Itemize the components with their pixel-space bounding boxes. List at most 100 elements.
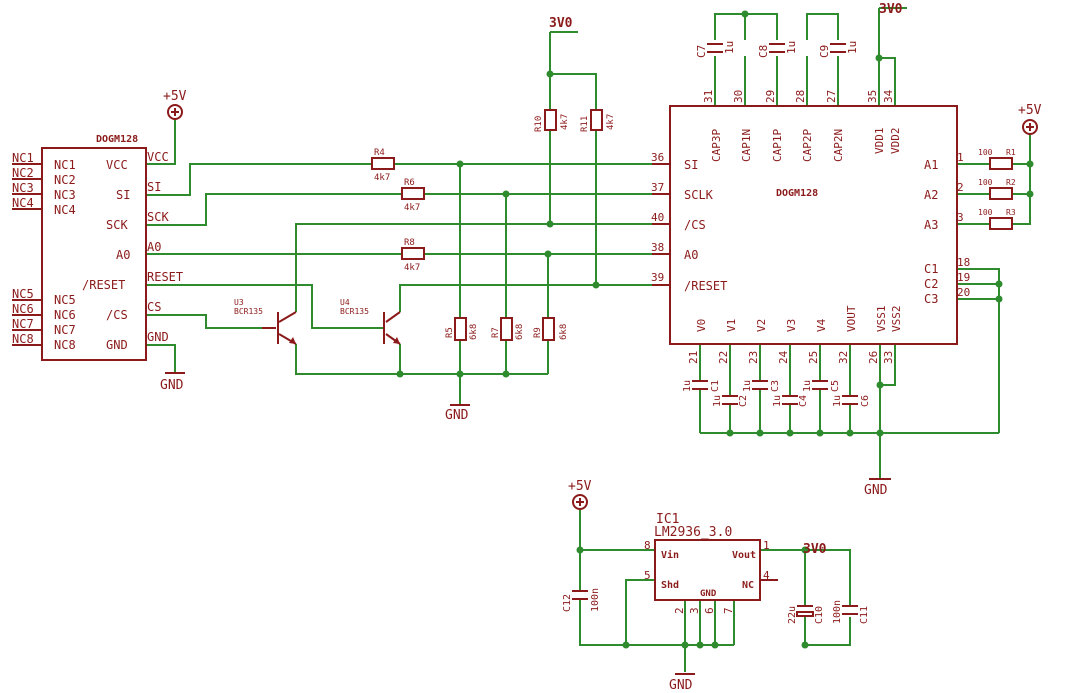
- plus5v-label: +5V: [568, 479, 592, 494]
- label-text: C9: [818, 45, 831, 58]
- capacitor-c2: 1u C2: [712, 395, 749, 407]
- conn-pin-label: NC3: [12, 181, 34, 195]
- conn-inner-label: /RESET: [82, 278, 125, 292]
- label-text: A0: [684, 248, 698, 262]
- label-text: U3: [234, 298, 244, 307]
- label-text: R4: [374, 148, 385, 158]
- label-text: A2: [924, 188, 938, 202]
- label-text: 20: [957, 286, 970, 299]
- resistor-r8: R8 4k7: [401, 238, 425, 273]
- gnd-label: GND: [864, 483, 888, 498]
- label-text: GND: [700, 589, 717, 599]
- label-text: 1u: [712, 395, 723, 407]
- gnd-symbols: GND GND GND GND: [160, 372, 891, 693]
- label-text: V0: [695, 319, 708, 332]
- lcd-dogm128: DOGM128 SI SCLK /CS A0 /RESET 36 37 40 3…: [651, 89, 970, 364]
- label-text: R10: [534, 116, 544, 132]
- wires: [146, 7, 1031, 672]
- junctions: [396, 10, 1034, 649]
- label-text: C3: [770, 380, 781, 392]
- label-text: 40: [651, 211, 664, 224]
- label-text: VSS2: [890, 306, 903, 333]
- label-text: CAP2N: [832, 129, 845, 162]
- label-text: SI: [684, 158, 698, 172]
- ic-part: LM2936_3.0: [654, 525, 732, 540]
- capacitor-c11: 100n C11: [832, 600, 870, 624]
- label-text: 38: [651, 241, 664, 254]
- label-text: CAP1N: [740, 129, 753, 162]
- label-text: R5: [445, 327, 455, 338]
- regulator-ic1: IC1 LM2936_3.0 Vin Vout Shd NC GND 8 1 5…: [644, 512, 778, 614]
- resistor-r1: 100 R1: [978, 148, 1016, 170]
- label-text: /RESET: [684, 279, 727, 293]
- label-text: C10: [814, 606, 825, 624]
- vcc-wire: [146, 120, 176, 165]
- label-text: 100: [978, 148, 993, 157]
- conn-inner-label: NC5: [54, 293, 76, 307]
- net-label: SCK: [147, 210, 169, 224]
- label-text: 6k8: [515, 324, 525, 340]
- label-text: C2: [924, 277, 938, 291]
- label-text: C5: [830, 380, 841, 392]
- conn-inner-label: NC8: [54, 338, 76, 352]
- label-text: C7: [695, 45, 708, 58]
- label-text: 27: [825, 90, 838, 103]
- label-text: C11: [859, 606, 870, 624]
- label-text: C8: [757, 45, 770, 58]
- label-text: 37: [651, 181, 664, 194]
- v3v0-label: 3V0: [879, 2, 903, 17]
- label-text: Vout: [732, 550, 756, 561]
- label-text: 19: [957, 271, 970, 284]
- label-text: CAP3P: [710, 129, 723, 162]
- label-text: 100: [978, 208, 993, 217]
- lcd-right-pins: A1 A2 A3 C1 C2 C3 1 2 3 18 19 20: [924, 151, 970, 306]
- gnd-label: GND: [669, 678, 693, 693]
- label-text: CAP1P: [771, 129, 784, 162]
- plus5v-label: +5V: [163, 89, 187, 104]
- label-text: 4: [763, 569, 770, 582]
- label-text: 34: [882, 89, 895, 103]
- label-text: 4k7: [560, 114, 570, 130]
- label-text: 39: [651, 271, 664, 284]
- label-text: Vin: [661, 549, 679, 561]
- label-text: C2: [738, 395, 749, 407]
- resistor-r6: R6 4k7: [401, 178, 425, 213]
- label-text: 5: [644, 569, 651, 582]
- capacitor-c10: 22u C10: [787, 605, 825, 624]
- label-text: 32: [837, 351, 850, 364]
- label-text: 3: [957, 211, 964, 224]
- lcd-top-pins: CAP3P CAP1N CAP1P CAP2P CAP2N VDD1 VDD2 …: [702, 89, 902, 162]
- label-text: 100: [978, 178, 993, 187]
- label-text: 6: [703, 607, 716, 614]
- label-text: R2: [1006, 178, 1016, 187]
- dogm128-connector: DOGM128 NC1 NC2 NC3 NC4 NC5 NC6 NC7 NC8 …: [12, 134, 183, 361]
- label-text: 4k7: [404, 263, 420, 273]
- label-text: 31: [702, 90, 715, 103]
- label-text: R11: [580, 116, 590, 132]
- capacitor-c12: C12 100n: [562, 588, 601, 612]
- label-text: V1: [725, 319, 738, 332]
- label-text: 26: [867, 351, 880, 364]
- label-text: 2: [957, 181, 964, 194]
- connector-name: DOGM128: [96, 134, 138, 145]
- capacitor-c5: 1u C5: [802, 380, 841, 392]
- label-text: 8: [644, 539, 651, 552]
- label-text: C4: [798, 395, 809, 407]
- label-text: C12: [562, 594, 573, 612]
- label-text: V4: [815, 318, 828, 332]
- conn-pin-label: NC2: [12, 166, 34, 180]
- conn-inner-label: NC2: [54, 173, 76, 187]
- conn-pin-label: NC6: [12, 302, 34, 316]
- conn-pin-label: NC4: [12, 196, 34, 210]
- conn-inner-label: NC3: [54, 188, 76, 202]
- label-text: VDD2: [889, 128, 902, 155]
- resistor-r4: R4 4k7: [371, 148, 395, 183]
- label-text: R3: [1006, 208, 1016, 217]
- label-text: 1: [763, 539, 770, 552]
- transistor-u3: U3 BCR135: [234, 298, 297, 345]
- resistor-r9: R9 6k8: [533, 317, 569, 341]
- capacitor-c9: C9 1u: [818, 41, 859, 58]
- label-text: Shd: [661, 580, 679, 591]
- label-text: C6: [860, 395, 871, 407]
